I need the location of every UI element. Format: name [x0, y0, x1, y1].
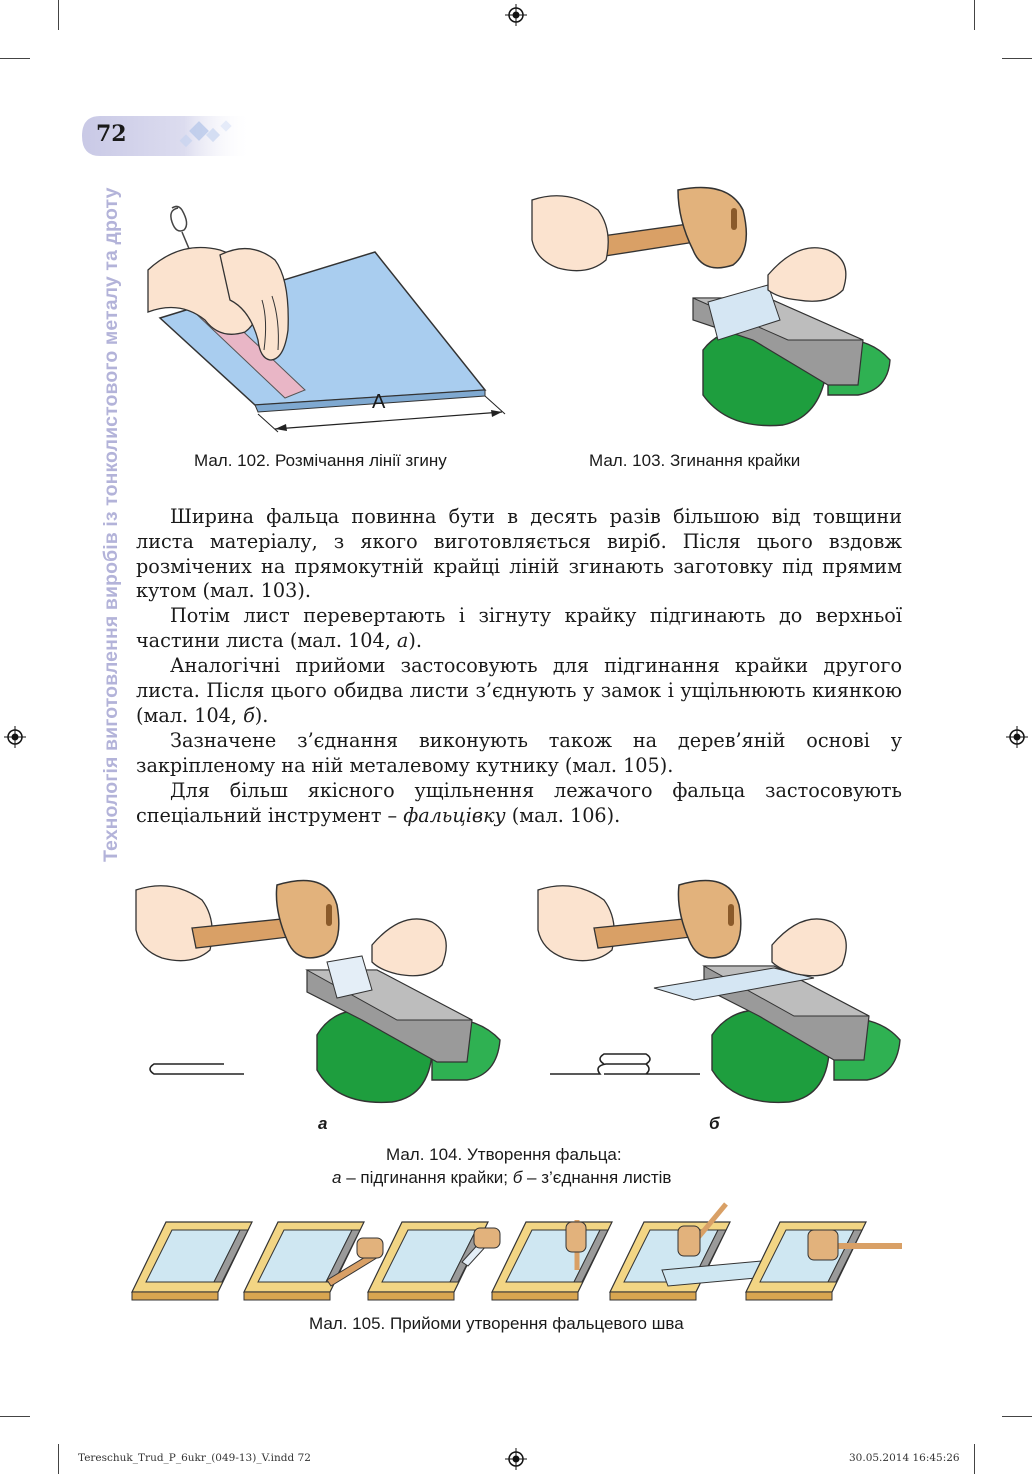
crop-mark [58, 0, 59, 30]
paragraph-1-text: Ширина фальца повинна бути в десять разі… [136, 505, 902, 603]
caption-b: б [512, 1168, 523, 1187]
crop-mark [974, 1444, 975, 1474]
paragraph-3-end: ). [254, 703, 269, 727]
figure-103-illustration [531, 186, 891, 427]
figure-104a-illustration [135, 879, 501, 1104]
paragraph-3-text: Аналогічні прийоми застосовують для підг… [136, 654, 902, 727]
paragraph-2-end: ). [408, 628, 422, 652]
registration-mark-icon [4, 726, 26, 748]
step-1 [131, 1221, 253, 1301]
footer-timestamp: 30.05.2014 16:45:26 [849, 1452, 960, 1464]
figure-104b-illustration [537, 879, 901, 1104]
caption-a-text: – підгинання крайки; [341, 1168, 513, 1187]
step-5 [609, 1202, 779, 1301]
crop-mark [0, 1416, 30, 1417]
step-4 [491, 1220, 613, 1301]
crop-mark [1002, 58, 1032, 59]
caption-a: а [332, 1168, 342, 1187]
figure-102-caption: Мал. 102. Розмічання лінії згину [194, 451, 447, 470]
caption-b-text: – з’єднання листів [522, 1168, 672, 1187]
registration-mark-icon [505, 4, 527, 26]
page-number-tab [82, 116, 252, 156]
registration-mark-icon [505, 1448, 527, 1470]
paragraph-4: Зазначене з’єднання виконують також на д… [136, 729, 902, 779]
page-number: 72 [96, 121, 127, 147]
figure-102-illustration [147, 205, 506, 433]
paragraph-4-text: Зазначене з’єднання виконують також на д… [136, 729, 902, 777]
paragraph-5: Для більш якісного ущільнення лежачого ф… [136, 779, 902, 829]
step-2 [243, 1221, 384, 1301]
paragraph-5-text: Для більш якісного ущільнення лежачого ф… [136, 779, 902, 827]
paragraph-3: Аналогічні прийоми застосовують для підг… [136, 654, 902, 728]
figure-105-illustration [131, 1202, 902, 1301]
figure-103-caption: Мал. 103. Згинання крайки [589, 451, 801, 470]
paragraph-1: Ширина фальца повинна бути в десять разі… [136, 505, 902, 604]
paragraph-5-emphasis: фальцівку [403, 803, 506, 827]
figure-104-sub-a: а [318, 1114, 328, 1133]
crop-mark [1002, 1416, 1032, 1417]
registration-mark-icon [1006, 726, 1028, 748]
crop-mark [58, 1444, 59, 1474]
paragraph-2-text: Потім лист перевертають і зігнуту крайку… [136, 604, 902, 652]
figure-105-caption: Мал. 105. Прийоми утворення фальцевого ш… [309, 1314, 684, 1333]
paragraph-2: Потім лист перевертають і зігнуту крайку… [136, 604, 902, 654]
crop-mark [0, 58, 30, 59]
running-head: Технологія виготовлення виробів із тонко… [100, 187, 122, 862]
figure-104-caption: Мал. 104. Утворення фальца: [386, 1145, 622, 1164]
paragraph-3-emphasis: б [243, 703, 255, 727]
step-6 [745, 1221, 902, 1301]
figure-104-sub-b: б [709, 1114, 720, 1133]
footer-file-name: Tereschuk_Trud_P_6ukr_(049-13)_V.indd 72 [78, 1452, 311, 1464]
figure-102-label-a: А [372, 391, 386, 413]
step-3 [367, 1221, 501, 1301]
paragraph-2-emphasis: а [396, 628, 409, 652]
paragraph-5-end: (мал. 106). [505, 803, 621, 827]
crop-mark [974, 0, 975, 30]
figure-104-caption-line2: а – підгинання крайки; б – з’єднання лис… [332, 1168, 671, 1188]
